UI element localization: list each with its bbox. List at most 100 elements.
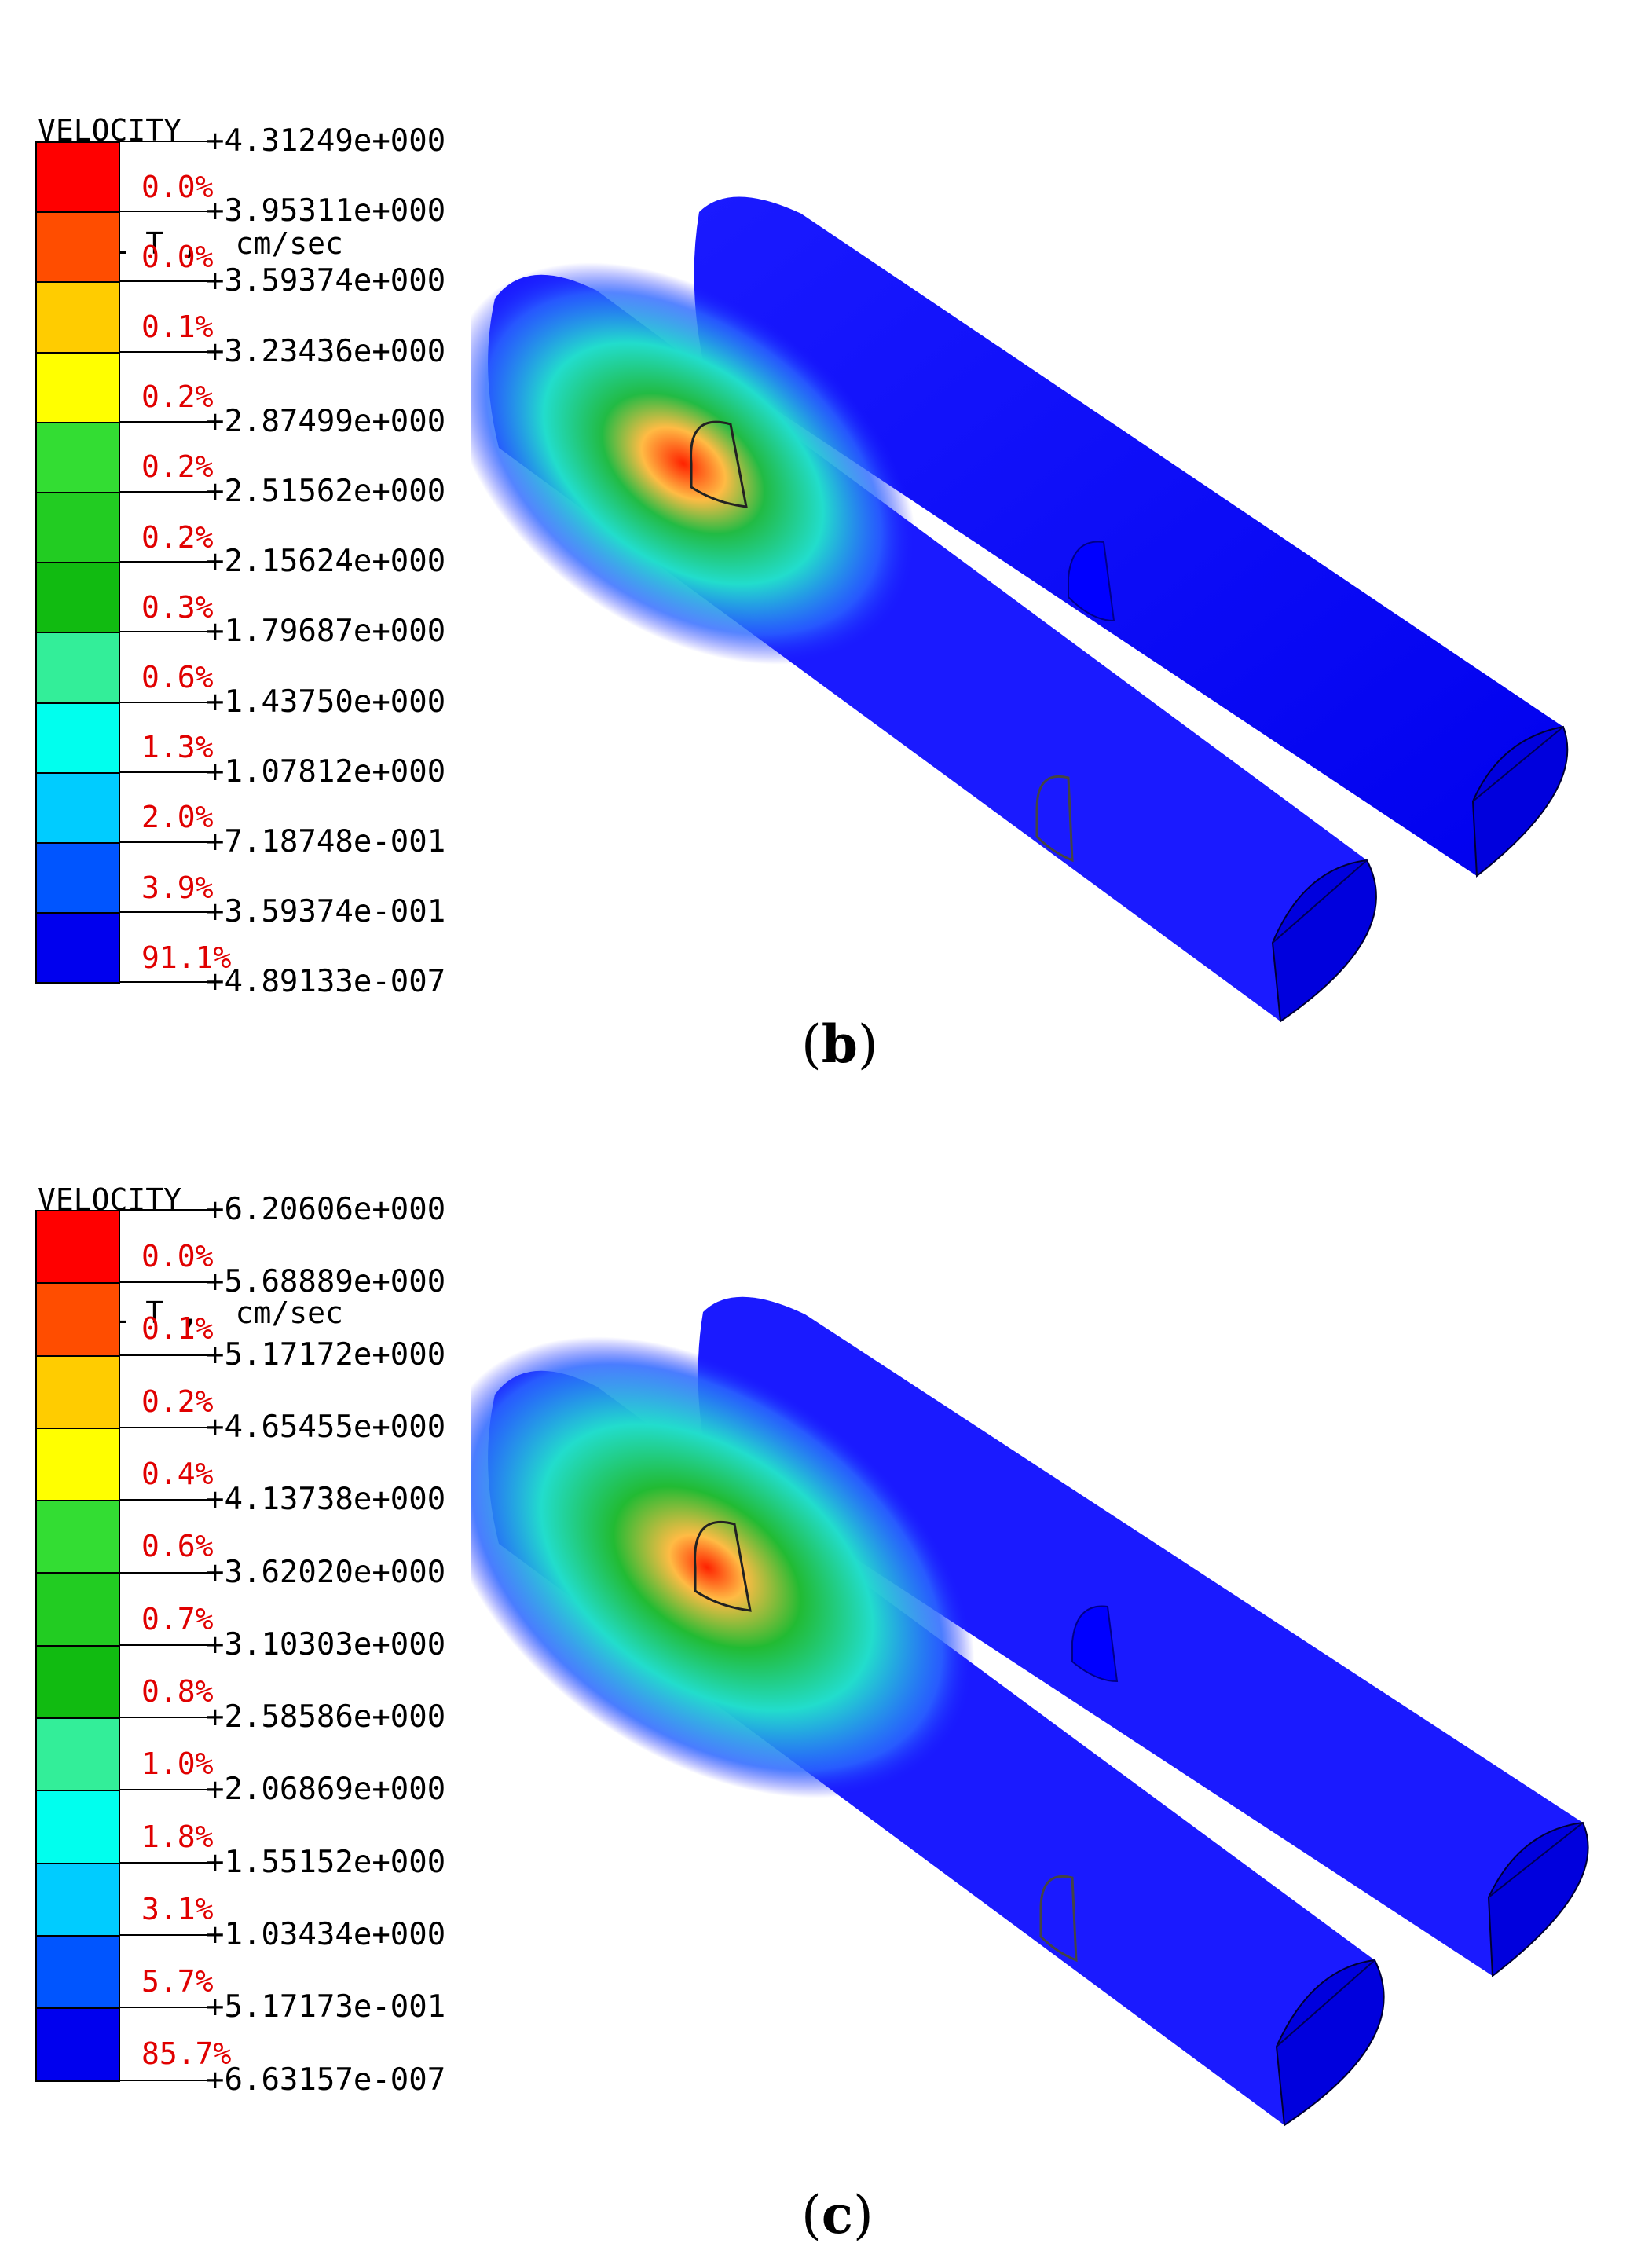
legend-tick-label: +2.87499e+000 — [206, 403, 446, 439]
legend-tick-line — [120, 1861, 207, 1864]
legend-tick-line — [120, 141, 207, 142]
legend-percent-label: 0.7% — [141, 1601, 214, 1636]
legend-percent-label: 0.0% — [141, 239, 214, 274]
legend-percent-label: 0.0% — [141, 1239, 214, 1274]
rear-tunnel — [698, 1296, 1589, 1977]
legend-percent-label: 1.0% — [141, 1746, 214, 1782]
legend-tick-line — [120, 1281, 207, 1284]
legend-percent-label: 0.8% — [141, 1673, 214, 1709]
legend-tick-label: +1.03434e+000 — [206, 1917, 446, 1952]
legend-percent-label: 0.2% — [141, 1384, 214, 1419]
legend-color-swatch — [35, 912, 120, 984]
legend-percent-label: 0.0% — [141, 169, 214, 204]
legend-tick-line — [120, 1934, 207, 1936]
legend-tick-label: +7.18748e-001 — [206, 824, 446, 859]
legend-color-swatch — [35, 1354, 120, 1429]
legend-percent-label: 85.7% — [141, 2036, 232, 2072]
legend-color-swatch — [35, 562, 120, 634]
legend-percent-label: 0.2% — [141, 379, 214, 415]
tunnel-model-3d — [471, 1296, 1589, 2127]
legend-tick-line — [120, 1499, 207, 1501]
legend-color-swatch — [35, 1935, 120, 2010]
legend-tick-line — [120, 350, 207, 353]
legend-tick-label: +4.65455e+000 — [206, 1409, 446, 1445]
legend-percent-label: 0.6% — [141, 660, 214, 695]
legend-percent-label: 0.1% — [141, 310, 214, 344]
legend-tick-line — [120, 1354, 207, 1356]
legend-tick-line — [120, 491, 207, 493]
figure-panel-b: VELOCITY TOTAL T , cm/sec — [0, 0, 1652, 1075]
legend-percent-label: 5.7% — [141, 1964, 214, 1999]
legend-tick-line — [120, 1789, 207, 1791]
legend-tick-label: +5.17172e+000 — [206, 1336, 446, 1373]
legend-tick-line — [120, 1571, 207, 1574]
legend-color-swatch — [35, 281, 120, 354]
legend-color-swatch — [35, 1717, 120, 1792]
legend-tick-label: +3.95311e+000 — [206, 193, 446, 229]
legend-tick-label: +3.62020e+000 — [206, 1554, 446, 1590]
legend-tick-label: +2.15624e+000 — [206, 544, 446, 580]
legend-color-swatch — [35, 1790, 120, 1864]
panel-caption: (c) — [801, 2184, 874, 2245]
legend-percent-label: 2.0% — [141, 800, 214, 835]
legend-color-swatch — [35, 2007, 120, 2082]
legend-color-swatch — [35, 1644, 120, 1720]
legend-percent-label: 0.2% — [141, 519, 214, 555]
legend-tick-line — [120, 2079, 207, 2081]
legend-tick-label: +4.31249e+000 — [206, 123, 446, 159]
legend-color-swatch — [35, 842, 120, 914]
legend-color-swatch — [35, 632, 120, 704]
legend-tick-label: +1.79687e+000 — [206, 614, 446, 650]
legend-tick-label: +5.68889e+000 — [206, 1264, 446, 1300]
legend-tick-label: +2.06869e+000 — [206, 1772, 446, 1808]
legend-color-swatch — [35, 771, 120, 844]
legend-percent-label: 0.2% — [141, 449, 214, 485]
legend-tick-label: +3.59374e+000 — [206, 263, 446, 299]
figure-panel-c: VELOCITY TOTAL T , cm/sec — [0, 1072, 1652, 2254]
legend-tick-line — [120, 1644, 207, 1646]
legend-tick-label: +3.23436e+000 — [206, 333, 446, 369]
legend-percent-label: 1.3% — [141, 730, 214, 765]
legend-tick-line — [120, 911, 207, 914]
legend-percent-label: 3.9% — [141, 870, 214, 905]
legend-tick-line — [120, 981, 207, 984]
legend-color-swatch — [35, 421, 120, 493]
legend-tick-label: +3.59374e-001 — [206, 894, 446, 930]
legend-percent-label: 0.3% — [141, 589, 214, 625]
legend-tick-line — [120, 420, 207, 423]
legend-tick-label: +6.63157e-007 — [206, 2062, 446, 2098]
legend-tick-label: +4.13738e+000 — [206, 1482, 446, 1518]
legend-color-swatch — [35, 211, 120, 284]
legend-tick-line — [120, 631, 207, 633]
legend-tick-line — [120, 280, 207, 283]
legend-percent-label: 91.1% — [141, 940, 232, 975]
legend-tick-label: +6.20606e+000 — [206, 1192, 446, 1227]
legend-tick-label: +1.43750e+000 — [206, 684, 446, 720]
legend-tick-line — [120, 561, 207, 563]
legend-percent-label: 3.1% — [141, 1891, 214, 1926]
legend-percent-label: 0.4% — [141, 1457, 214, 1492]
legend-color-swatch — [35, 141, 120, 214]
legend-tick-line — [120, 1426, 207, 1428]
legend-tick-line — [120, 701, 207, 703]
legend-color-swatch — [35, 351, 120, 423]
legend-tick-label: +4.89133e-007 — [206, 964, 446, 1000]
tunnel-model-3d — [471, 196, 1569, 1023]
legend-tick-line — [120, 771, 207, 773]
legend-tick-line — [120, 211, 207, 213]
legend-color-swatch — [35, 492, 120, 564]
legend-tick-line — [120, 841, 207, 843]
legend-tick-label: +2.58586e+000 — [206, 1699, 446, 1735]
panel-caption: (b) — [801, 1013, 878, 1075]
front-tunnel — [471, 1336, 1385, 2127]
legend-percent-label: 1.8% — [141, 1819, 214, 1854]
legend-tick-label: +2.51562e+000 — [206, 474, 446, 509]
legend-tick-label: +1.55152e+000 — [206, 1844, 446, 1880]
legend-tick-label: +1.07812e+000 — [206, 753, 446, 790]
legend-tick-label: +5.17173e-001 — [206, 1989, 446, 2025]
legend-color-swatch — [35, 1282, 120, 1357]
rear-tunnel — [694, 196, 1569, 878]
legend-color-swatch — [35, 702, 120, 774]
legend-tick-label: +3.10303e+000 — [206, 1626, 446, 1662]
legend-color-swatch — [35, 1572, 120, 1647]
